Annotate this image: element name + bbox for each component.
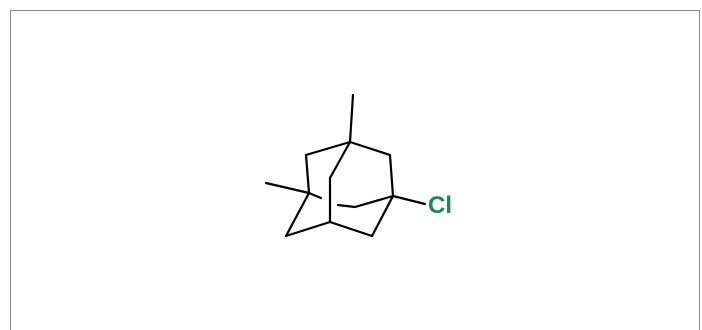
structure-canvas: Cl [10,10,700,330]
bond-c7-cl [391,194,427,206]
atom-label-chlorine: Cl [428,192,452,219]
bond-c3-methyl [264,181,311,195]
bond-c8-c1 [348,140,392,157]
canvas-frame [10,10,700,330]
bond-c5-c6 [328,220,374,238]
bond-c7-c8 [388,153,395,198]
bond-c10b-c7 [353,194,395,209]
bond-c2-c3 [304,153,311,195]
bond-group [264,93,427,238]
bond-c4-c5 [284,220,332,238]
bond-c6-c7 [370,194,395,238]
bond-c3-c10 [307,191,323,200]
bond-c1-methyl [348,93,355,144]
molecule-structure: Cl [264,93,452,238]
bond-c1-c2 [304,140,352,157]
bond-c3-c4 [284,191,311,238]
bond-c1-c9 [328,140,352,180]
bond-c10-c7 [336,203,357,209]
